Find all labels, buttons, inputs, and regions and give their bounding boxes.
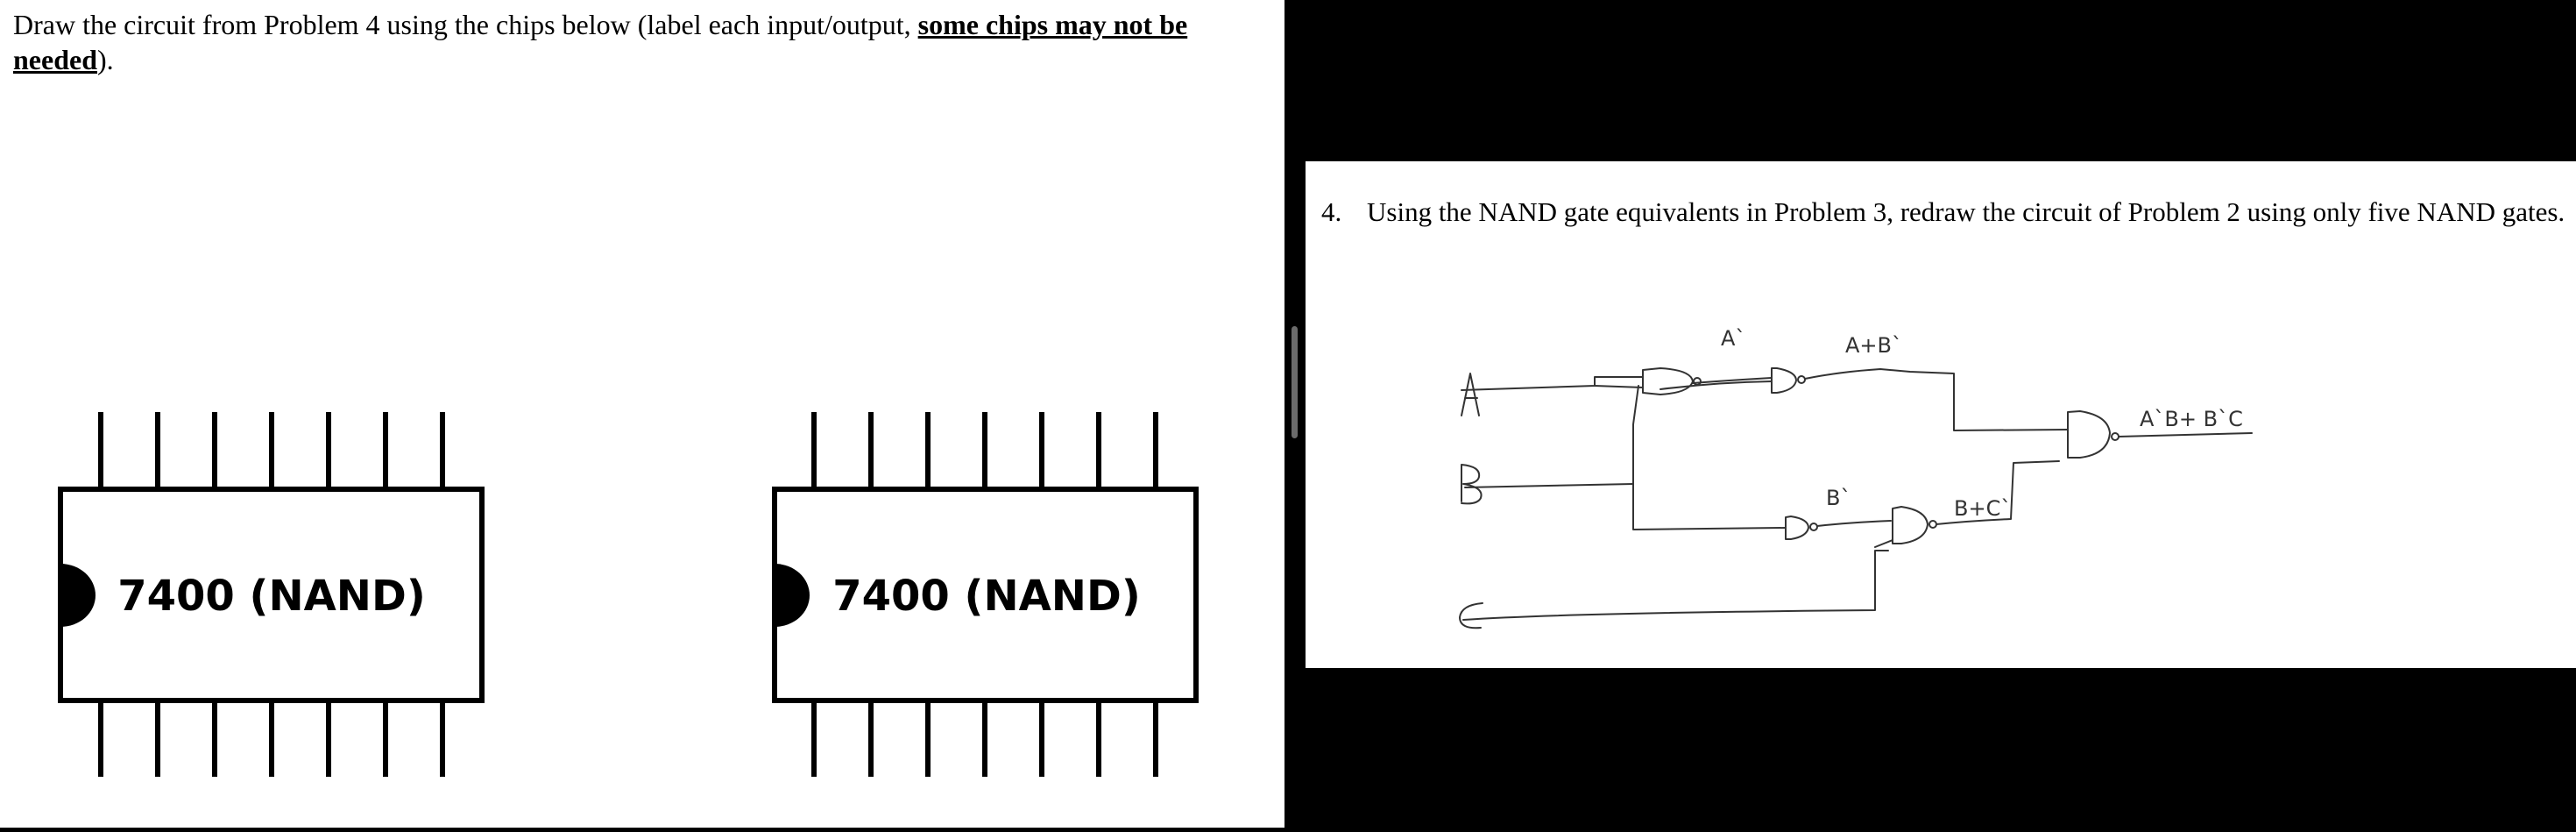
chip-2-top-pins: [811, 412, 1158, 487]
chip-1-notch: [60, 564, 96, 627]
chip-2-label: 7400 (NAND): [832, 572, 1141, 621]
problem-statement: 4. Using the NAND gate equivalents in Pr…: [1321, 195, 2565, 230]
chip-7400-2: 7400 (NAND): [772, 412, 1199, 777]
chip-2-body: [772, 487, 1199, 703]
label-b-not: B`: [1826, 486, 1851, 510]
instruction-part-2: ).: [97, 44, 114, 75]
chip-1-body: [58, 487, 485, 703]
instruction-text: Draw the circuit from Problem 4 using th…: [13, 7, 1275, 77]
instruction-part-1: Draw the circuit from Problem 4 using th…: [13, 9, 918, 40]
pane-divider[interactable]: [1284, 0, 1292, 832]
circuit-annotations: A` A+B` B` B+C` A`B+ B`C: [1721, 326, 2243, 521]
chip-1-bottom-pins: [98, 701, 445, 777]
label-a-not: A`: [1721, 326, 1745, 351]
label-a-plus-b-not: A+B`: [1845, 333, 1902, 358]
left-document-page: Draw the circuit from Problem 4 using th…: [0, 0, 1284, 828]
chip-1-label: 7400 (NAND): [117, 572, 426, 621]
handdrawn-circuit: A` A+B` B` B+C` A`B+ B`C: [1459, 326, 2253, 629]
chip-7400-1: 7400 (NAND): [58, 412, 485, 777]
instruction-emphasis: some chips may not be needed: [13, 9, 1188, 75]
chip-2-bottom-pins: [811, 701, 1158, 777]
pane-resize-handle[interactable]: [1292, 326, 1298, 438]
chips-drawing: 7400 (NAND): [58, 412, 1199, 777]
label-output: A`B+ B`C: [2140, 407, 2243, 431]
chip-2-notch: [775, 564, 810, 627]
label-b-plus-c-not: B+C`: [1954, 496, 2011, 521]
problem-text: Using the NAND gate equivalents in Probl…: [1367, 196, 2565, 227]
circuit-wires: [1459, 367, 2253, 629]
problem-number: 4.: [1321, 196, 1342, 227]
right-document-page: 4. Using the NAND gate equivalents in Pr…: [1306, 161, 2576, 668]
chip-1-top-pins: [98, 412, 445, 487]
